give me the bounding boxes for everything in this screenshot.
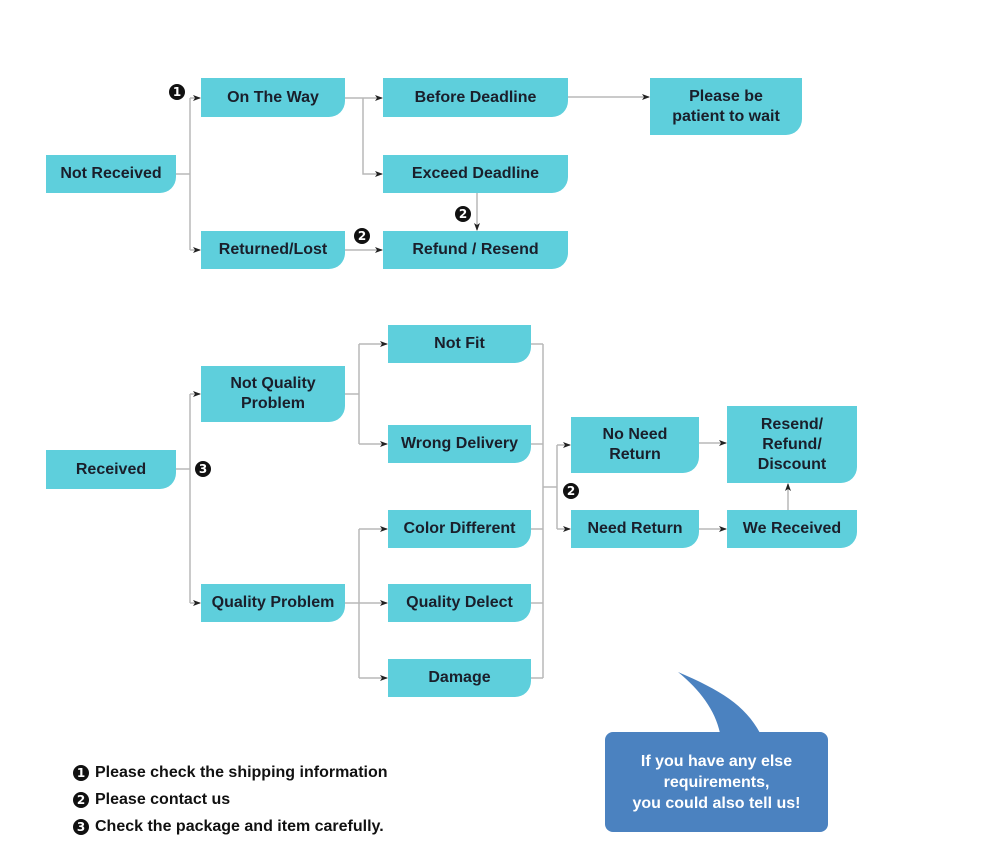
legend-text-1: Please check the shipping information: [95, 764, 388, 781]
legend-item-3: 3 Check the package and item carefully.: [73, 818, 384, 836]
node-not-received: Not Received: [46, 155, 176, 193]
node-not-quality-problem: Not Quality Problem: [201, 366, 345, 422]
node-we-received: We Received: [727, 510, 857, 548]
node-no-need-return: No Need Return: [571, 417, 699, 473]
connector-not-received-trunk: [176, 98, 191, 250]
node-please-wait: Please be patient to wait: [650, 78, 802, 135]
badge-2-returned: 2: [354, 228, 370, 244]
connector-received-trunk: [176, 394, 191, 603]
node-refund-resend: Refund / Resend: [383, 231, 568, 269]
legend-item-1: 1 Please check the shipping information: [73, 764, 388, 782]
legend-text-2: Please contact us: [95, 791, 231, 808]
node-need-return: Need Return: [571, 510, 699, 548]
node-received: Received: [46, 450, 176, 489]
connector-collector: [531, 343, 544, 679]
node-exceed-deadline: Exceed Deadline: [383, 155, 568, 193]
node-returned-lost: Returned/Lost: [201, 231, 345, 269]
legend-badge-3: 3: [73, 819, 89, 835]
badge-1-on-the-way: 1: [169, 84, 185, 100]
badge-3-received: 3: [195, 461, 211, 477]
connector-on-the-way-to-exceed: [362, 98, 383, 177]
connector-notquality-branch: [345, 344, 360, 444]
legend-badge-1: 1: [73, 765, 89, 781]
badge-2-return: 2: [563, 483, 579, 499]
legend-text-3: Check the package and item carefully.: [95, 818, 384, 835]
legend-badge-2: 2: [73, 792, 89, 808]
node-resend-refund-discount: Resend/ Refund/ Discount: [727, 406, 857, 483]
speech-bubble-tail: [678, 672, 760, 733]
legend-item-2: 2 Please contact us: [73, 791, 230, 809]
node-quality-problem: Quality Problem: [201, 584, 345, 622]
node-on-the-way: On The Way: [201, 78, 345, 117]
node-before-deadline: Before Deadline: [383, 78, 568, 117]
node-damage: Damage: [388, 659, 531, 697]
connector-quality-branch: [345, 529, 360, 678]
connector-collector-out: [543, 445, 558, 529]
node-color-different: Color Different: [388, 510, 531, 548]
speech-bubble: If you have any else requirements, you c…: [605, 732, 828, 832]
node-not-fit: Not Fit: [388, 325, 531, 363]
badge-2-exceed: 2: [455, 206, 471, 222]
node-wrong-delivery: Wrong Delivery: [388, 425, 531, 463]
node-quality-defect: Quality Delect: [388, 584, 531, 622]
